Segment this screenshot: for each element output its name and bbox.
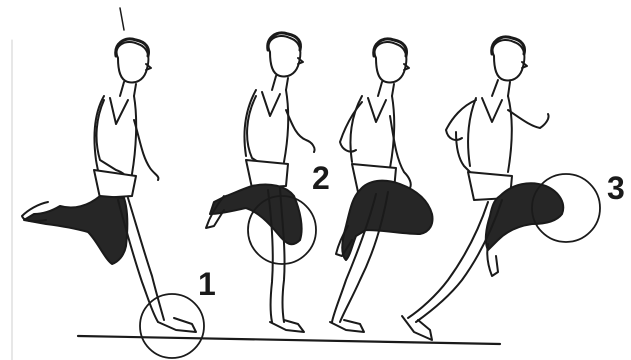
phase-label-2: 2 bbox=[312, 162, 330, 194]
runner-4 bbox=[402, 37, 600, 340]
phase-label-3: 3 bbox=[607, 172, 625, 204]
runner-3 bbox=[330, 39, 433, 332]
phase-label-1: 1 bbox=[198, 268, 216, 300]
runner-2 bbox=[206, 33, 316, 332]
runner-1 bbox=[22, 39, 204, 358]
